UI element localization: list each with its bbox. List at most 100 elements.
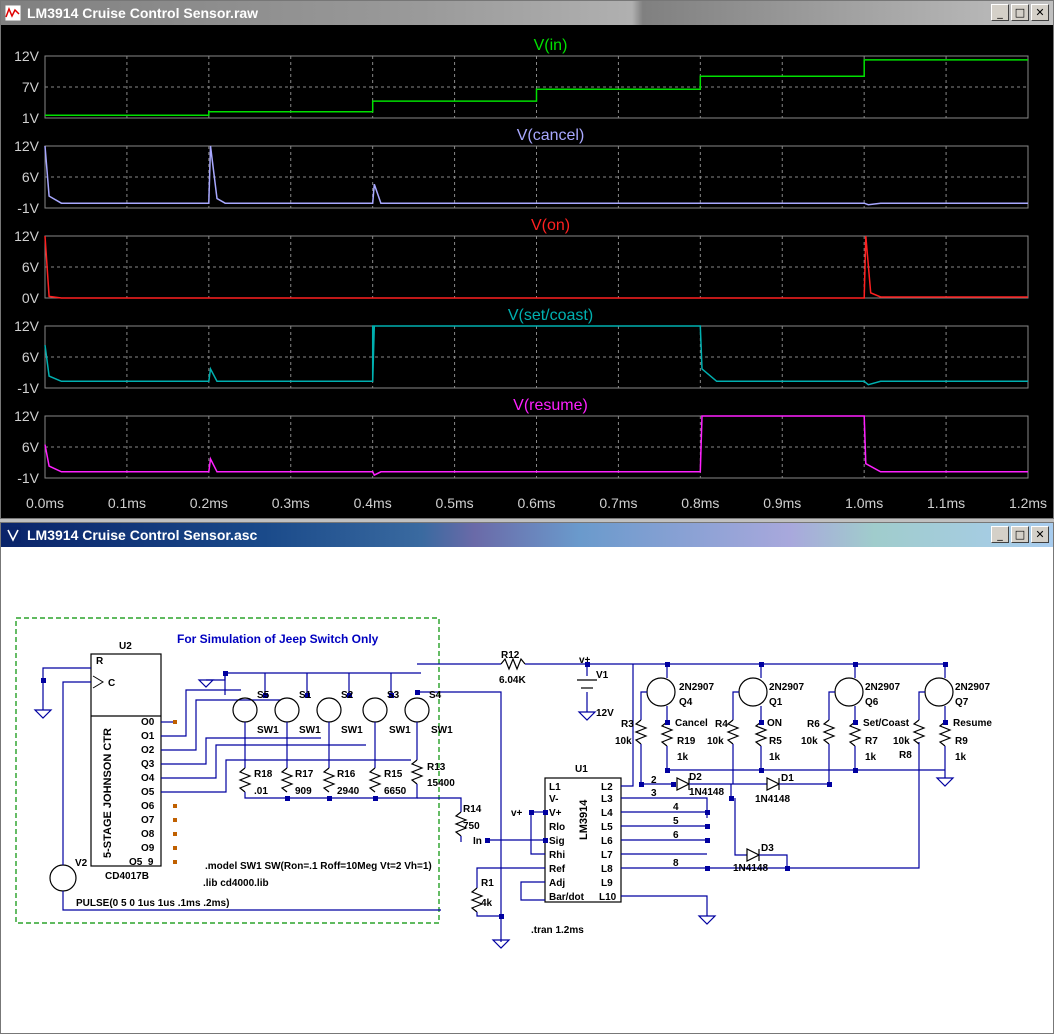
transistor-output-label: Resume [953,718,992,729]
resistor-value: 1k [769,752,781,763]
resistor-ref: R5 [769,736,782,747]
u1-pin: L3 [601,794,613,805]
resistor-value: 1k [677,752,689,763]
net-label-in: In [473,836,482,847]
y-tick-label: 6V [22,349,40,365]
r12-ref: R12 [501,650,520,661]
close-button[interactable]: ✕ [1031,4,1049,21]
u1-pin: L6 [601,836,613,847]
u1-pin: L7 [601,850,613,861]
transistor-output-label: Cancel [675,718,708,729]
minimize-button[interactable]: _ [991,4,1009,21]
diode-ref: D2 [689,772,702,783]
net-label-vplus: v+ [579,655,591,666]
u1-pin: V+ [549,808,562,819]
x-tick-label: 0.5ms [436,495,474,511]
u2-pin: O5 [141,787,155,798]
spice-directive: .lib cd4000.lib [203,878,269,889]
trace-line [44,145,1028,206]
transistor-ref: Q1 [769,697,783,708]
schematic-window-title: LM3914 Cruise Control Sensor.asc [27,527,258,543]
r1-value: 4k [481,898,493,909]
u2-pin: O2 [141,745,155,756]
switch-ref: S5 [257,690,270,701]
resistor-value: 1k [955,752,967,763]
y-tick-label: 7V [22,79,40,95]
minimize-button[interactable]: _ [991,526,1009,543]
trace-title: V(resume) [513,397,588,414]
diode-part: 1N4148 [733,863,768,874]
u1-pin: V- [549,794,558,805]
u1-pin: L1 [549,782,561,793]
simulation-box [15,617,440,924]
y-tick-label: 6V [22,439,40,455]
transistor-ref: Q6 [865,697,879,708]
y-tick-label: 0V [22,290,40,306]
transistor-part: 2N2907 [679,682,714,693]
pin-number: 5 [673,816,679,827]
maximize-button[interactable]: □ [1011,4,1029,21]
waveform-plot[interactable]: 12V7V1VV(in)12V6V-1VV(cancel)12V6V0VV(on… [1,26,1051,517]
transistor-ref: Q4 [679,697,693,708]
u2-ref: U2 [119,641,132,652]
pin-number: 3 [651,788,657,799]
u2-pin: O5_9 [129,857,154,868]
u1-pin: L9 [601,878,613,889]
y-tick-label: 12V [14,48,40,64]
pin-number: 8 [673,858,679,869]
x-tick-label: 0.8ms [681,495,719,511]
schematic-canvas[interactable]: For Simulation of Jeep Switch Only U2 R … [1,548,1051,1032]
y-tick-label: -1V [17,470,39,486]
maximize-button[interactable]: □ [1011,526,1029,543]
resistor-value: 10k [615,736,632,747]
transistor-part: 2N2907 [955,682,990,693]
resistor-value: .01 [254,786,268,797]
u2-body-label: 5-STAGE JOHNSON CTR [102,728,114,858]
trace-title: V(set/coast) [508,307,593,324]
v2-ref: V2 [75,858,88,869]
x-tick-label: 1.0ms [845,495,883,511]
resistor-value: 2940 [337,786,360,797]
v1-ref: V1 [596,670,609,681]
diode-ref: D3 [761,843,774,854]
u1-pin: Rlo [549,822,565,833]
waveform-window: LM3914 Cruise Control Sensor.raw _ □ ✕ 1… [0,0,1054,519]
switch-model: SW1 [341,725,363,736]
x-tick-label: 0.0ms [26,495,64,511]
y-tick-label: 1V [22,110,40,126]
resistor-value: 10k [801,736,818,747]
pin-number: 4 [673,802,679,813]
trace-title: V(on) [531,217,570,234]
y-tick-label: 6V [22,259,40,275]
r1-ref: R1 [481,878,494,889]
resistor-ref: R17 [295,769,314,780]
resistor-ref: R16 [337,769,356,780]
switch-ref: S3 [387,690,400,701]
x-tick-label: 0.6ms [517,495,555,511]
x-tick-label: 0.1ms [108,495,146,511]
switch-ref: S1 [299,690,312,701]
y-tick-label: 12V [14,228,40,244]
y-tick-label: 6V [22,169,40,185]
close-button[interactable]: ✕ [1031,526,1049,543]
resistor-value: 15400 [427,778,455,789]
u1-pin: L8 [601,864,613,875]
trace-title: V(cancel) [517,127,585,144]
u2-part: CD4017B [105,871,149,882]
diode-ref: D1 [781,773,794,784]
trace-line [44,235,1028,299]
resistor-value: 6650 [384,786,407,797]
waveform-titlebar[interactable]: LM3914 Cruise Control Sensor.raw _ □ ✕ [1,1,1053,25]
resistor-ref: R8 [899,750,912,761]
schematic-titlebar[interactable]: LM3914 Cruise Control Sensor.asc _ □ ✕ [1,523,1053,547]
waveform-window-title: LM3914 Cruise Control Sensor.raw [27,5,259,21]
transistor-ref: Q7 [955,697,969,708]
x-tick-label: 1.1ms [927,495,965,511]
spice-directive: .tran 1.2ms [531,925,584,936]
u1-pin: L5 [601,822,613,833]
r14-ref: R14 [463,804,482,815]
switch-model: SW1 [299,725,321,736]
net-label-vplus: v+ [511,808,523,819]
y-tick-label: 12V [14,408,40,424]
transistor-part: 2N2907 [865,682,900,693]
